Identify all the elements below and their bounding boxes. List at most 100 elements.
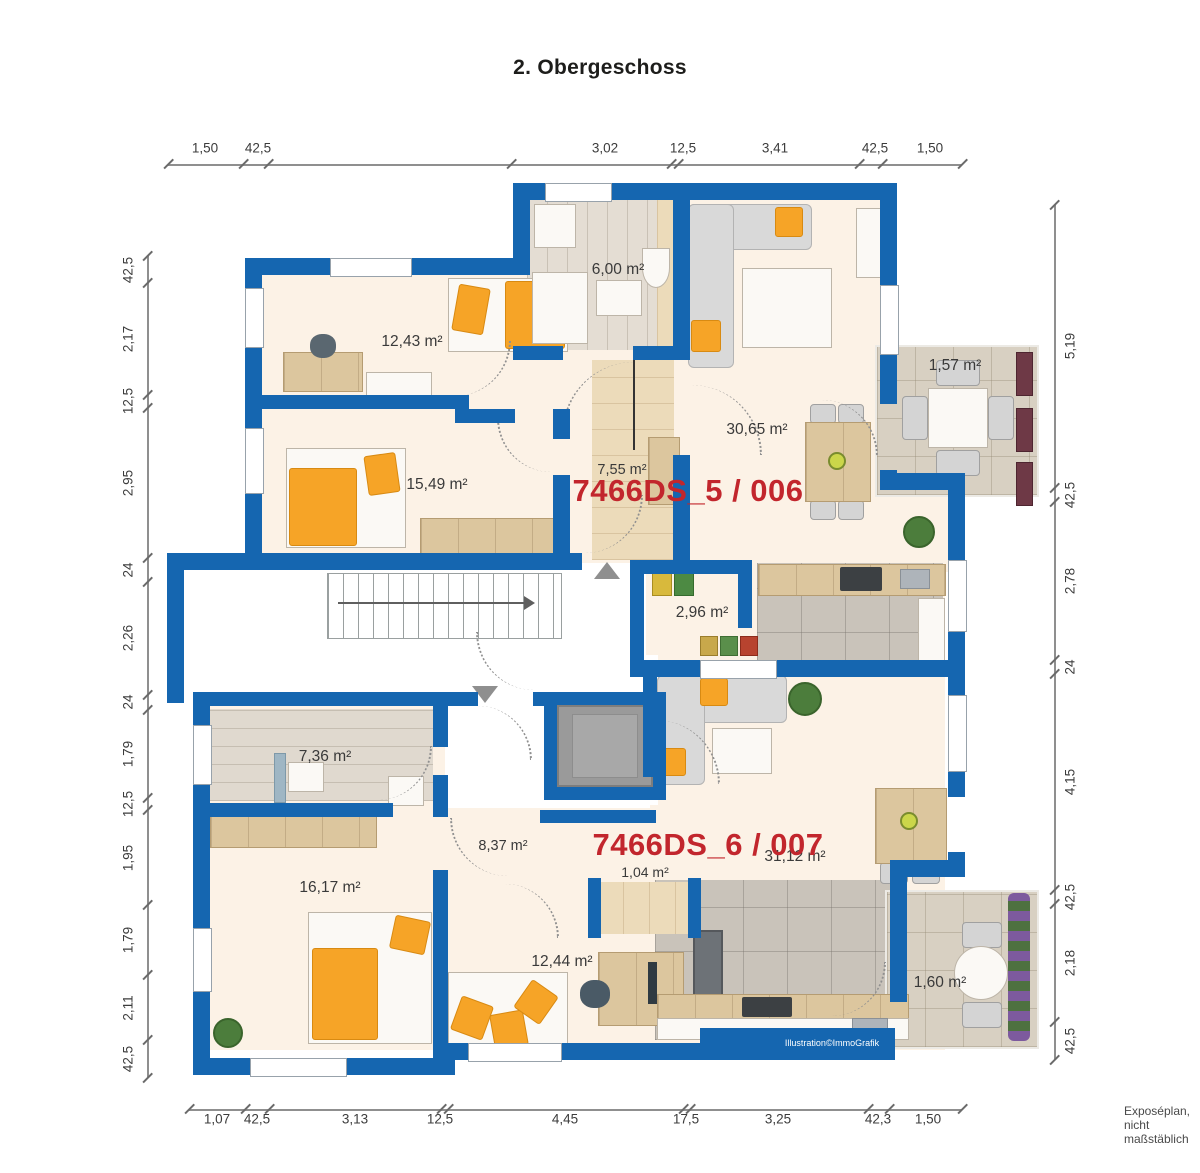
wall-segment: [880, 352, 897, 404]
dining-chair: [838, 500, 864, 520]
window: [545, 183, 612, 202]
window: [468, 1043, 562, 1062]
balcony-chair-pad: [962, 922, 1002, 948]
monitor: [648, 962, 657, 1004]
wall-segment: [193, 692, 458, 706]
wall-segment: [890, 860, 965, 877]
plant: [903, 516, 935, 548]
wall-segment: [513, 346, 563, 360]
dim-label: 4,45: [551, 1111, 579, 1127]
dim-label: 1,95: [120, 844, 136, 872]
dim-label: 24: [120, 562, 136, 578]
window: [193, 928, 212, 992]
room-area-label: 12,44 m²: [531, 953, 593, 970]
unit-id-label: 7466DS_5 / 006: [572, 473, 804, 508]
dim-label: 2,78: [1062, 567, 1078, 595]
dim-label: 42,5: [244, 140, 272, 156]
dim-label: 1,50: [191, 140, 219, 156]
window: [193, 725, 212, 785]
room-area-label: 1,60 m²: [913, 974, 967, 991]
wall-segment: [553, 475, 570, 570]
wall-segment: [673, 200, 690, 360]
dim-label: 1,07: [203, 1111, 231, 1127]
room-area-label: 30,65 m²: [726, 421, 788, 438]
balcony-chair-pad: [902, 396, 928, 440]
bed-blanket: [289, 468, 357, 546]
sink: [596, 280, 642, 316]
dim-label: 4,15: [1062, 768, 1078, 796]
wall-segment: [433, 692, 448, 747]
bed-pillow: [388, 914, 432, 956]
wall-segment: [630, 560, 752, 574]
room-area-label: 12,43 m²: [381, 333, 443, 350]
dimension-line: [147, 256, 149, 1078]
toilet: [642, 248, 670, 288]
dim-label: 17,5: [672, 1111, 700, 1127]
dim-label: 3,02: [591, 140, 619, 156]
window: [250, 1058, 347, 1077]
dim-label: 42,5: [120, 256, 136, 284]
balcony-table: [928, 388, 988, 448]
wall-segment: [193, 803, 393, 817]
wall-segment: [544, 692, 557, 800]
dim-label: 2,95: [120, 469, 136, 497]
dim-label: 3,41: [761, 140, 789, 156]
wall-segment: [167, 553, 184, 703]
arrow-down-icon: [472, 686, 498, 703]
window: [948, 560, 967, 632]
flower-box: [1016, 352, 1033, 396]
arrow-up-icon: [594, 562, 620, 579]
fridge: [918, 598, 945, 662]
wall-segment: [890, 877, 907, 1002]
wall-segment: [167, 553, 582, 570]
dim-label: 2,18: [1062, 949, 1078, 977]
wall-segment: [544, 692, 666, 705]
dimension-line: [168, 164, 962, 166]
wall-segment: [455, 409, 515, 423]
sofa-pillow: [700, 678, 728, 706]
room-area-label: 1,57 m²: [928, 357, 982, 374]
wall-segment: [588, 878, 601, 938]
tv-board: [856, 208, 882, 278]
plant: [788, 682, 822, 716]
balcony-round-table: [954, 946, 1008, 1000]
wall-segment: [880, 473, 965, 490]
unit-id-label: 7466DS_6 / 007: [592, 827, 824, 862]
pantry-shelf: [720, 636, 738, 656]
desk-chair: [580, 980, 610, 1008]
dresser: [366, 372, 432, 396]
dim-label: 24: [1062, 659, 1078, 675]
wall-segment: [448, 692, 478, 706]
stair-direction-line: [338, 602, 524, 604]
desk: [283, 352, 363, 392]
coffee-table: [712, 728, 772, 774]
dim-label: 1,50: [916, 140, 944, 156]
wall-segment: [643, 677, 657, 777]
dim-label: 3,13: [341, 1111, 369, 1127]
dim-label: 2,26: [120, 624, 136, 652]
wall-segment: [440, 1043, 455, 1075]
window: [700, 660, 777, 679]
dim-label: 42,3: [864, 1111, 892, 1127]
sofa-pillow: [691, 320, 721, 352]
pantry-shelf: [700, 636, 718, 656]
pantry-shelf: [674, 572, 694, 596]
wall-segment: [880, 200, 897, 290]
bed-blanket: [312, 948, 378, 1040]
room-area-label: 15,49 m²: [406, 476, 468, 493]
window: [880, 285, 899, 355]
dining-chair: [810, 500, 836, 520]
window: [245, 288, 264, 348]
kitchen-sink: [900, 569, 930, 589]
coffee-table: [742, 268, 832, 348]
dim-label: 5,19: [1062, 332, 1078, 360]
elevator-car-inner: [572, 714, 638, 778]
wall-segment: [700, 1028, 895, 1060]
balcony-chair-pad: [962, 1002, 1002, 1028]
staircase: [327, 573, 562, 639]
dim-label: 42,5: [861, 140, 889, 156]
dim-label: 2,11: [120, 995, 136, 1021]
cooktop: [742, 997, 792, 1017]
shower-glass: [274, 753, 286, 803]
